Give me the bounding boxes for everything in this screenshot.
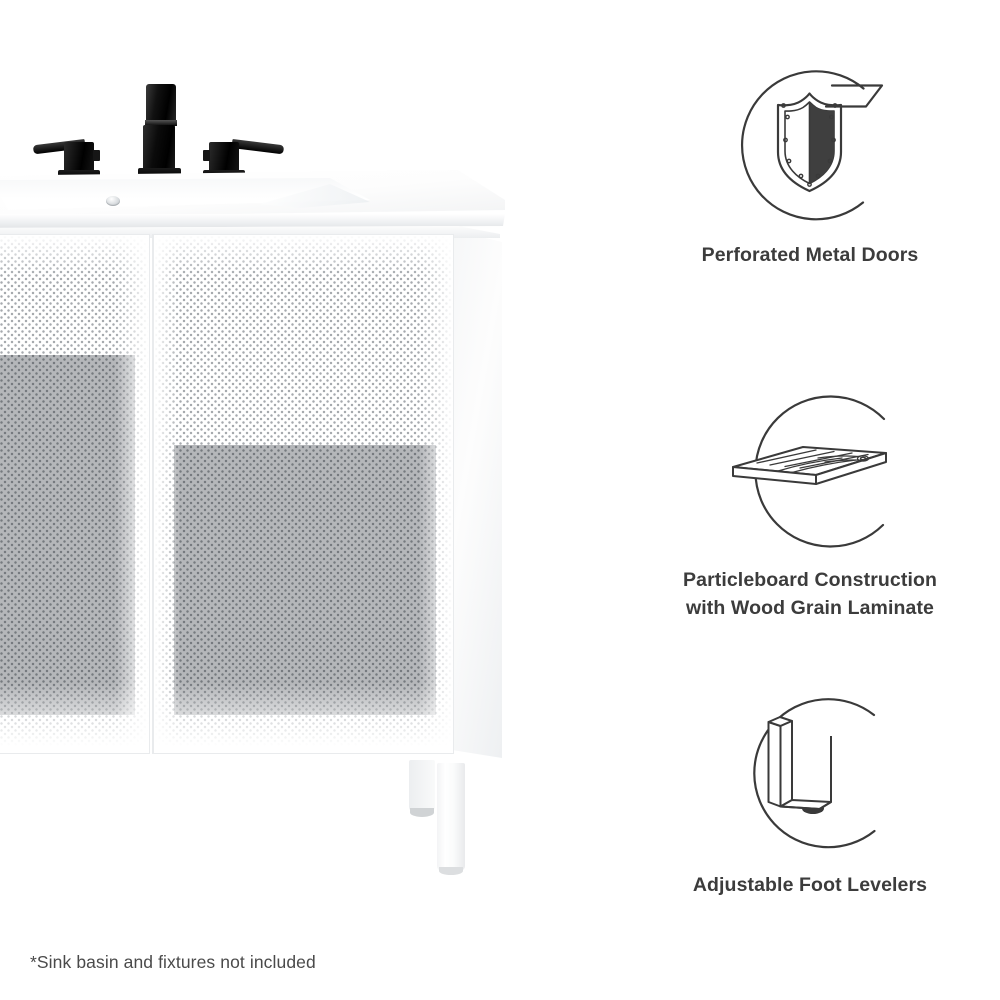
feature-label-perforated-metal-doors: Perforated Metal Doors [701,244,919,266]
mesh-fade-right-left [115,235,149,753]
particleboard-slab-circle-icon [732,395,887,548]
cabinet-side-panel [452,230,502,758]
foot-leveler-front [439,867,463,875]
faucet-base-left [58,170,100,179]
cabinet-corner-right-panel [818,736,832,810]
mesh-fade-bottom-right [154,683,453,753]
faucet-knob-left [93,150,100,161]
shield-fill-right [809,102,834,184]
vanity-cabinet [0,226,505,760]
cabinet-door-right[interactable] [152,234,454,754]
cabinet-corner-left-inner [779,720,793,808]
feature-label-line1: Particleboard Construction [683,569,937,591]
foot-leveler-circle-icon [753,698,876,849]
faucet-spout-top [146,84,176,122]
feature-label-adjustable-foot-levelers: Adjustable Foot Levelers [692,874,928,896]
mesh-fade-right-right [419,235,453,753]
faucet-spout-neck [145,120,177,126]
faucet-spout-body [143,125,175,172]
shield-outline [776,92,843,193]
cabinet-corner-left-face [767,721,782,808]
faucet-stem-right [209,142,239,174]
feature-label-particleboard-construction: Particleboard Construction with Wood Gra… [620,567,1000,622]
feature-list: Perforated Metal Doors [620,0,1000,1000]
feature-label-line2: with Wood Grain Laminate [686,596,934,619]
cabinet-leg-front [437,763,465,875]
cabinet-leg-back [409,760,435,817]
shield-circle-icon [741,70,884,221]
faucet-lever-right [231,139,285,155]
sink-counter [0,170,520,232]
door-interior-shadow-right [174,445,436,715]
mesh-fade-top-right [154,235,453,275]
feature-item-particleboard-construction: Particleboard Construction with Wood Gra… [620,385,1000,622]
wood-grain-lines [756,449,870,474]
foot-leveler-back [410,808,434,817]
faucet-knob-right [203,150,210,161]
cabinet-corner-base-front [780,805,820,810]
feature-item-adjustable-foot-levelers: Adjustable Foot Levelers [620,690,1000,900]
sink-drain [106,196,120,206]
mesh-fade-left-right [154,235,180,753]
product-image [0,84,520,875]
faucet-stem-left [64,142,94,174]
footnote-disclaimer: *Sink basin and fixtures not included [30,952,316,972]
faucet-spout-base [138,168,181,178]
feature-item-perforated-metal-doors: Perforated Metal Doors [620,60,1000,270]
door-interior-shadow-left [0,355,135,715]
counter-front-edge [0,214,505,228]
cabinet-door-left[interactable] [0,234,150,754]
